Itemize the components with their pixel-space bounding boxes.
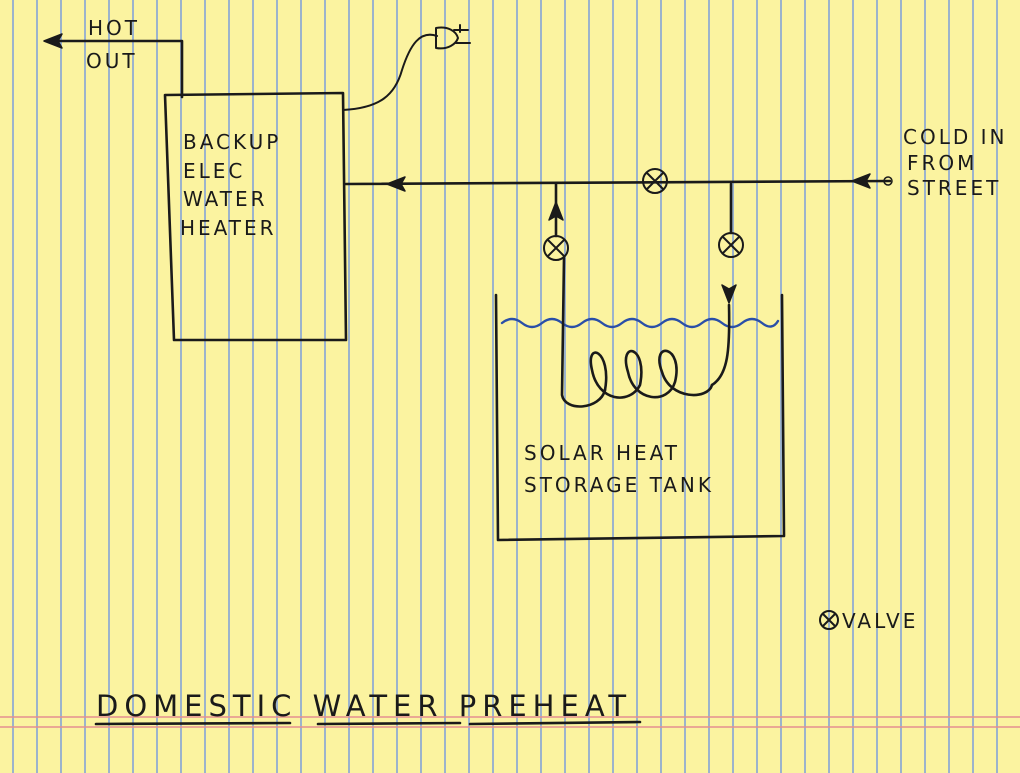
- bypass-valve-icon: [642, 168, 668, 194]
- plug-icon: [435, 24, 471, 50]
- inlet-arrow-icon: [721, 284, 737, 304]
- coil-right-leg: [710, 303, 731, 387]
- hot-out-pipe: [53, 39, 184, 99]
- cold-supply-line: [344, 179, 892, 186]
- coil-icon: [589, 349, 714, 399]
- heater-label-line4: HEATER: [180, 216, 277, 240]
- legend-valve-icon: [819, 610, 839, 630]
- tank-label-line2: STORAGE TANK: [524, 473, 714, 497]
- inlet-valve-icon: [718, 232, 744, 258]
- cold-in-label-line3: STREET: [907, 176, 1001, 200]
- heater-label-line1: BACKUP: [183, 130, 281, 154]
- hot-out-label-line2: OUT: [86, 49, 138, 73]
- cold-in-label-line2: FROM: [907, 151, 977, 175]
- heater-label-line3: WATER: [183, 187, 268, 211]
- backup-heater-box: [163, 91, 348, 342]
- hot-out-arrow-icon: [43, 33, 63, 49]
- power-cord: [342, 33, 438, 111]
- heater-inlet-arrow-icon: [386, 176, 406, 192]
- outlet-valve-icon: [543, 235, 569, 261]
- diagram-title: DOMESTIC WATER PREHEAT: [96, 689, 632, 723]
- hot-out-label-line1: HOT: [88, 16, 140, 40]
- cold-in-label-line1: COLD IN: [903, 125, 1007, 149]
- tank-label-line1: SOLAR HEAT: [524, 441, 680, 465]
- coil-left-leg: [560, 256, 607, 408]
- water-surface: [500, 317, 780, 329]
- supply-endpoint: [883, 176, 893, 186]
- solar-storage-tank: [494, 293, 786, 542]
- title-underline: [94, 720, 642, 726]
- outlet-arrow-icon: [548, 201, 564, 221]
- cold-in-arrow-icon: [851, 173, 871, 189]
- legend-valve-label: VALVE: [842, 609, 918, 633]
- heater-label-line2: ELEC: [183, 159, 245, 183]
